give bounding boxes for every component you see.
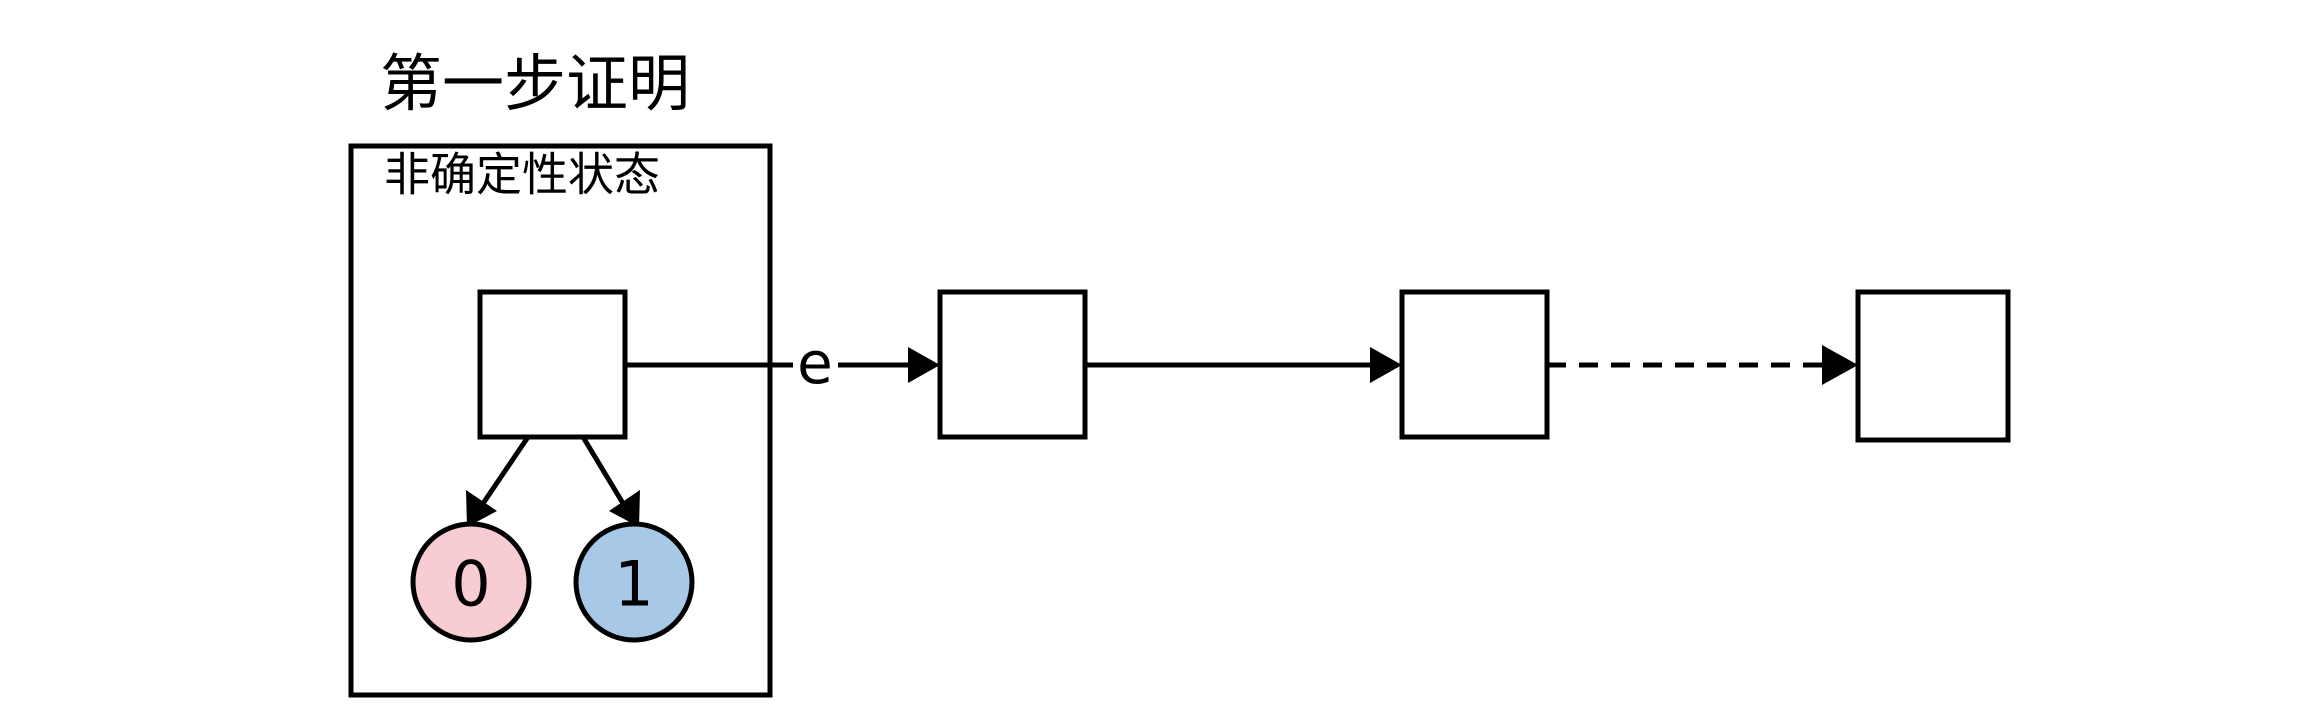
branch-edge-to-one [580,435,627,507]
arrowhead-node0-to-node1 [908,347,940,383]
group-label: 非确定性状态 [384,148,660,202]
arrowhead-node1-to-node2 [1370,347,1402,383]
outcome-circle-zero[interactable] [410,521,532,643]
state-node-0[interactable] [477,289,628,440]
outcome-circle-zero-label: 0 [451,548,490,621]
arrowhead-node2-to-node3 [1822,345,1858,385]
state-node-3[interactable] [1855,289,2011,443]
edge-label-e: e [797,329,833,397]
outcome-circle-one-label: 1 [614,548,653,621]
state-node-2[interactable] [1399,289,1550,440]
branch-edge-to-zero [479,435,531,507]
state-node-1[interactable] [937,289,1088,440]
branch-arrowhead-to-zero [466,490,497,527]
branch-arrowhead-to-one [609,490,640,527]
diagram-title: 第一步证明 [380,47,690,120]
nondeterministic-state-group [348,143,773,698]
outcome-circle-one[interactable] [573,521,695,643]
